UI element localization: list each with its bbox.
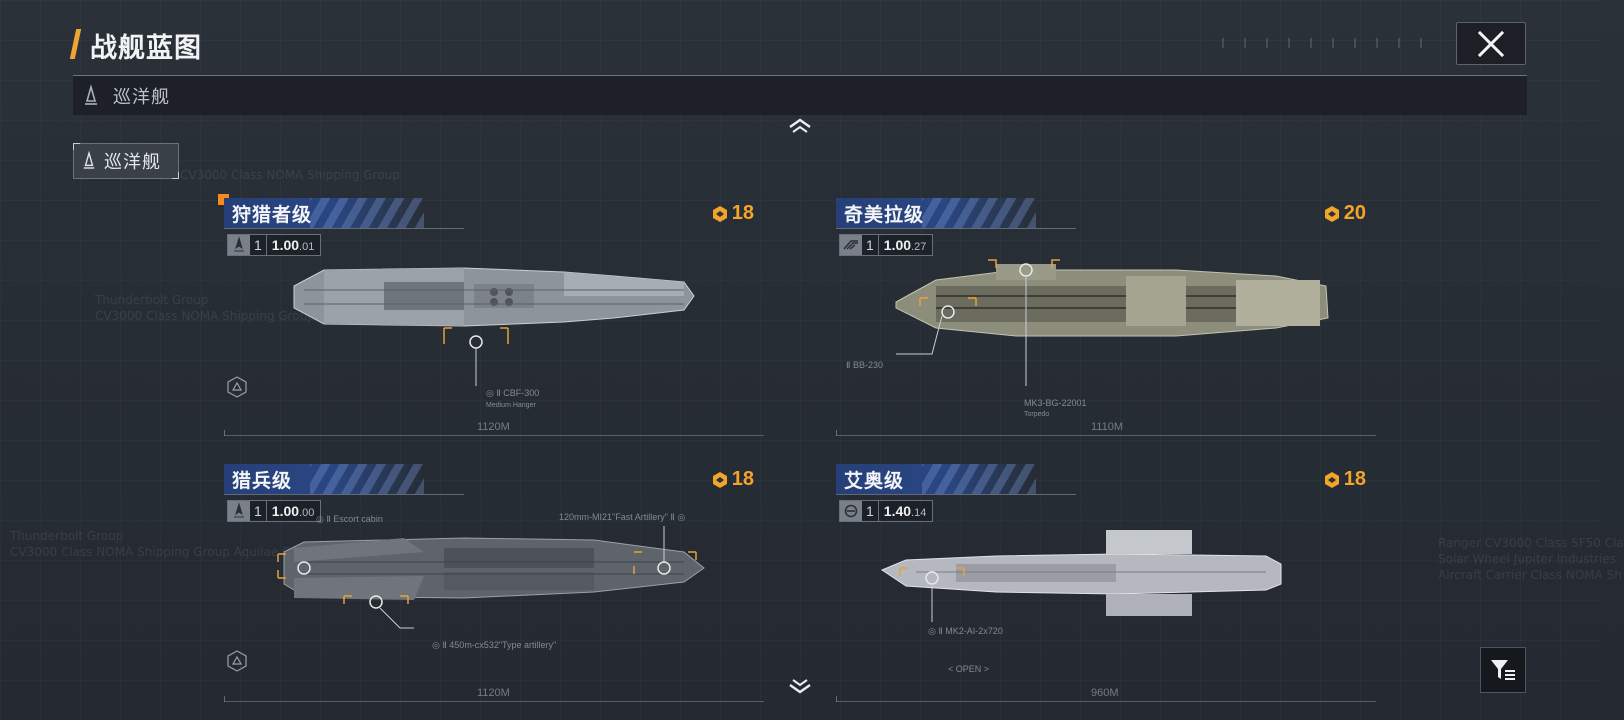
ship-stat-box: 1 1.40.14 bbox=[839, 500, 934, 522]
ship-name: 狩猎者级 bbox=[232, 204, 313, 226]
cost-value: 18 bbox=[1343, 468, 1366, 490]
ship-stat-box: 1 1.00.27 bbox=[839, 234, 934, 256]
collapse-chevron-icon[interactable] bbox=[788, 117, 812, 135]
ship-name-plate: 猎兵级 bbox=[224, 464, 424, 494]
ship-callout: 120mm-MI21"Fast Artillery" Ⅱ ◎ bbox=[559, 512, 686, 522]
ship-length-scale bbox=[836, 430, 1376, 436]
title-accent-bar bbox=[69, 29, 82, 59]
ship-length: 960M bbox=[1091, 687, 1119, 699]
ship-hunter-illustration bbox=[293, 267, 695, 386]
blueprint-currency-icon bbox=[1324, 205, 1339, 222]
ship-length: 1120M bbox=[477, 687, 510, 699]
ship-stat-box: 1 1.00.01 bbox=[227, 234, 322, 256]
filter-icon bbox=[1491, 660, 1515, 680]
ship-cost: 18 bbox=[711, 468, 754, 491]
ship-name: 艾奥级 bbox=[844, 470, 905, 492]
name-underline bbox=[836, 494, 1076, 495]
background-text: Thunderbolt Group CV3000 Class NOMA Ship… bbox=[95, 293, 315, 324]
ship-card-ranger[interactable]: 猎兵级 18 1 1.00.00 ◎ Ⅱ Escort cabin 12 bbox=[224, 464, 770, 714]
header-divider bbox=[73, 75, 1527, 76]
ship-version: 1.00.01 bbox=[271, 237, 315, 253]
ship-length-scale bbox=[224, 696, 764, 702]
hexagon-class-icon bbox=[227, 376, 247, 398]
ship-tier: 1 bbox=[250, 501, 267, 521]
ship-callout: < OPEN > bbox=[948, 664, 990, 674]
faction-emblem-icon bbox=[840, 501, 862, 521]
ship-name-plate: 奇美拉级 bbox=[836, 198, 1036, 228]
decorative-ticks bbox=[1222, 38, 1442, 48]
fighter-type-icon bbox=[228, 235, 250, 255]
cost-value: 18 bbox=[731, 468, 754, 490]
category-label: 巡洋舰 bbox=[113, 86, 170, 108]
ship-name-plate: 狩猎者级 bbox=[224, 198, 424, 228]
filter-button[interactable] bbox=[1480, 647, 1526, 693]
close-button[interactable] bbox=[1456, 22, 1526, 65]
ship-version: 1.00.00 bbox=[271, 503, 315, 519]
ship-name: 猎兵级 bbox=[232, 470, 293, 492]
background-text: Thunderbolt Group CV3000 Class NOMA Ship… bbox=[10, 529, 326, 560]
ship-version: 1.40.14 bbox=[883, 503, 927, 519]
background-text: Ranger CV3000 Class SF50 Cla Solar Wheel… bbox=[1438, 536, 1624, 583]
ship-cost: 18 bbox=[1323, 468, 1366, 491]
ship-length-scale bbox=[836, 696, 1376, 702]
ship-tier: 1 bbox=[862, 235, 879, 255]
name-underline bbox=[224, 228, 464, 229]
blueprint-currency-icon bbox=[712, 471, 727, 488]
new-indicator bbox=[218, 194, 229, 205]
expand-chevron-icon[interactable] bbox=[788, 677, 812, 695]
ship-category-bar[interactable]: 巡洋舰 bbox=[73, 76, 1527, 115]
page-title: 战舰蓝图 bbox=[90, 33, 202, 64]
cruiser-class-icon bbox=[85, 83, 97, 105]
cost-value: 18 bbox=[731, 202, 754, 224]
ship-cost: 18 bbox=[711, 202, 754, 225]
ship-length-scale bbox=[224, 430, 764, 436]
hexagon-class-icon bbox=[227, 650, 247, 672]
ship-length: 1120M bbox=[477, 421, 510, 433]
ship-io-illustration bbox=[880, 530, 1282, 622]
ship-ranger-illustration bbox=[277, 526, 705, 629]
ship-callout: ◎ Ⅱ 450m-cx532"Type artillery" bbox=[432, 640, 557, 650]
background-text: CV3000 Class NOMA Shipping Group bbox=[180, 168, 400, 182]
ship-stat-box: 1 1.00.00 bbox=[227, 500, 322, 522]
ship-card-io[interactable]: 艾奥级 18 1 1.40.14 ◎ Ⅱ MK2-AI-2x720 < OPEN… bbox=[836, 464, 1382, 714]
ship-tier: 1 bbox=[250, 235, 267, 255]
ship-callout: ◎ Ⅱ MK2-AI-2x720 bbox=[928, 626, 1003, 636]
cruiser-class-icon bbox=[83, 150, 95, 169]
name-underline bbox=[224, 494, 464, 495]
ship-name-plate: 艾奥级 bbox=[836, 464, 1036, 494]
ship-chimera-illustration bbox=[895, 259, 1329, 386]
fighter-type-icon bbox=[228, 501, 250, 521]
ship-cost: 20 bbox=[1323, 202, 1366, 225]
close-icon bbox=[1477, 30, 1505, 57]
ship-length: 1110M bbox=[1091, 421, 1124, 433]
name-underline bbox=[836, 228, 1076, 229]
ship-callout: ◎ Ⅱ Escort cabin bbox=[316, 514, 383, 524]
ship-tier: 1 bbox=[862, 501, 879, 521]
blueprint-currency-icon bbox=[712, 205, 727, 222]
ship-callout: Ⅱ BB-230 bbox=[846, 360, 883, 370]
blueprint-currency-icon bbox=[1324, 471, 1339, 488]
cost-value: 20 bbox=[1343, 202, 1366, 224]
ship-name: 奇美拉级 bbox=[844, 204, 925, 226]
faction-type-icon bbox=[840, 235, 862, 255]
tab-label: 巡洋舰 bbox=[104, 152, 161, 173]
tab-cruiser[interactable]: 巡洋舰 bbox=[73, 143, 179, 179]
ship-version: 1.00.27 bbox=[883, 237, 927, 253]
